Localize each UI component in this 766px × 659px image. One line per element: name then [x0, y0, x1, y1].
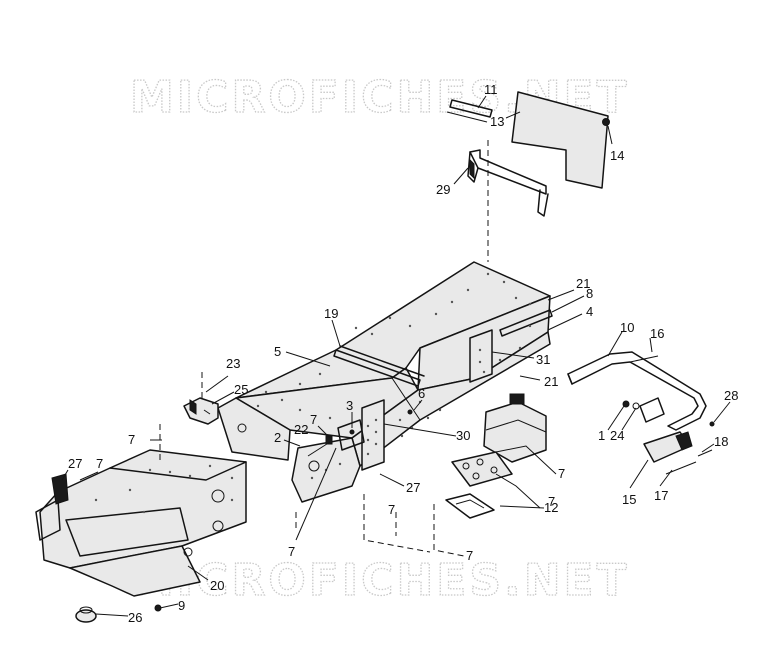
callout-28: 28: [724, 388, 738, 403]
callout-15: 15: [622, 492, 636, 507]
callout-30: 30: [456, 428, 470, 443]
watermark-bottom: MICROFICHES.NET: [130, 555, 630, 606]
callout-22: 22: [294, 422, 308, 437]
callout-14: 14: [610, 148, 624, 163]
nut-28: [709, 421, 715, 427]
callouts: 11 13 14 29 21 8 4 19 5 31 21 10 16 23 2…: [68, 82, 738, 625]
callout-31: 31: [536, 352, 550, 367]
callout-7-a: 7: [310, 412, 317, 427]
callout-20: 20: [210, 578, 224, 593]
callout-18: 18: [714, 434, 728, 449]
callout-10: 10: [620, 320, 634, 335]
callout-7-f: 7: [288, 544, 295, 559]
callout-16: 16: [650, 326, 664, 341]
bolt-14: [602, 118, 610, 126]
callout-9: 9: [178, 598, 185, 613]
pedal-assembly: [567, 351, 713, 475]
callout-4: 4: [586, 304, 593, 319]
callout-7-d: 7: [96, 456, 103, 471]
callout-17: 17: [654, 488, 668, 503]
callout-6: 6: [418, 386, 425, 401]
callout-12: 12: [544, 500, 558, 515]
callout-7-b: 7: [128, 432, 135, 447]
callout-25: 25: [234, 382, 248, 397]
callout-26: 26: [128, 610, 142, 625]
callout-7-g: 7: [466, 548, 473, 563]
reference-lines: [295, 494, 465, 557]
callout-13: 13: [490, 114, 504, 129]
main-frame: [217, 261, 553, 503]
leader-lines: [61, 95, 731, 617]
callout-7-e: 7: [388, 502, 395, 517]
bracket-25: [183, 397, 219, 425]
callout-21-mid: 21: [544, 374, 558, 389]
callout-24: 24: [610, 428, 624, 443]
callout-19: 19: [324, 306, 338, 321]
rear-frame-dots: [94, 464, 234, 514]
callout-7-h: 7: [548, 494, 555, 509]
seat-pan: [511, 91, 609, 189]
callout-23: 23: [226, 356, 240, 371]
callout-21-top: 21: [576, 276, 590, 291]
callout-29: 29: [436, 182, 450, 197]
rear-frame: [35, 424, 247, 597]
callout-8: 8: [586, 286, 593, 301]
callout-7-c: 7: [558, 466, 565, 481]
fasteners-3-22: [325, 409, 413, 451]
callout-27-b: 27: [406, 480, 420, 495]
callout-2: 2: [274, 430, 281, 445]
callout-3: 3: [346, 398, 353, 413]
bumper-26: [75, 606, 97, 623]
callout-11: 11: [484, 82, 498, 97]
callout-27-a: 27: [68, 456, 82, 471]
callout-5: 5: [274, 344, 281, 359]
seat-bracket: [467, 149, 549, 217]
bracket-assembly-12: [445, 393, 547, 519]
callout-1: 1: [598, 428, 605, 443]
